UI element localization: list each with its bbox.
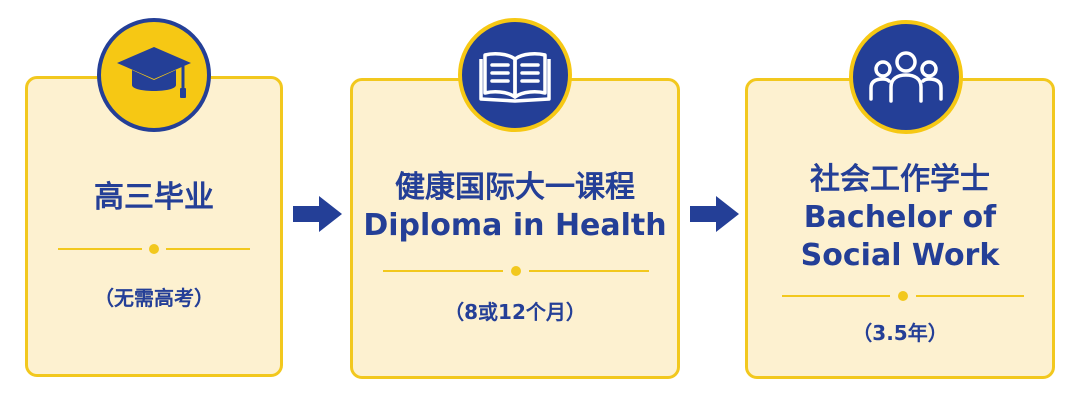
- step-3-badge: [849, 20, 963, 134]
- step-2-title: 健康国际大一课程 Diploma in Health: [353, 169, 677, 245]
- step-1-badge: [97, 18, 211, 132]
- arrow-right-icon: [690, 196, 739, 232]
- step-3-subtitle: （3.5年）: [852, 321, 948, 345]
- step-2-title-line-2: Diploma in Health: [363, 208, 667, 243]
- step-card-3: 社会工作学士 Bachelor of Social Work （3.5年）: [745, 78, 1055, 379]
- step-1-title: 高三毕业: [28, 179, 280, 217]
- step-3-divider: [782, 291, 1024, 301]
- graduation-cap-icon: [117, 47, 191, 98]
- step-2-divider: [383, 266, 649, 276]
- step-3-title-line-2: Bachelor of: [803, 200, 997, 235]
- step-3-title: 社会工作学士 Bachelor of Social Work: [748, 161, 1052, 275]
- step-2-badge: [458, 18, 572, 132]
- step-2-title-line-1: 健康国际大一课程: [395, 170, 635, 205]
- step-3-title-line-3: Social Work: [800, 238, 1000, 273]
- open-book-icon: [479, 52, 551, 103]
- step-2-subtitle: （8或12个月）: [444, 300, 586, 324]
- step-1-subtitle: （无需高考）: [94, 286, 214, 310]
- step-3-title-line-1: 社会工作学士: [810, 162, 990, 197]
- arrow-right-icon: [293, 196, 342, 232]
- step-1-divider: [58, 244, 250, 254]
- step-1-title-line-1: 高三毕业: [94, 180, 214, 215]
- people-group-icon: [869, 51, 943, 103]
